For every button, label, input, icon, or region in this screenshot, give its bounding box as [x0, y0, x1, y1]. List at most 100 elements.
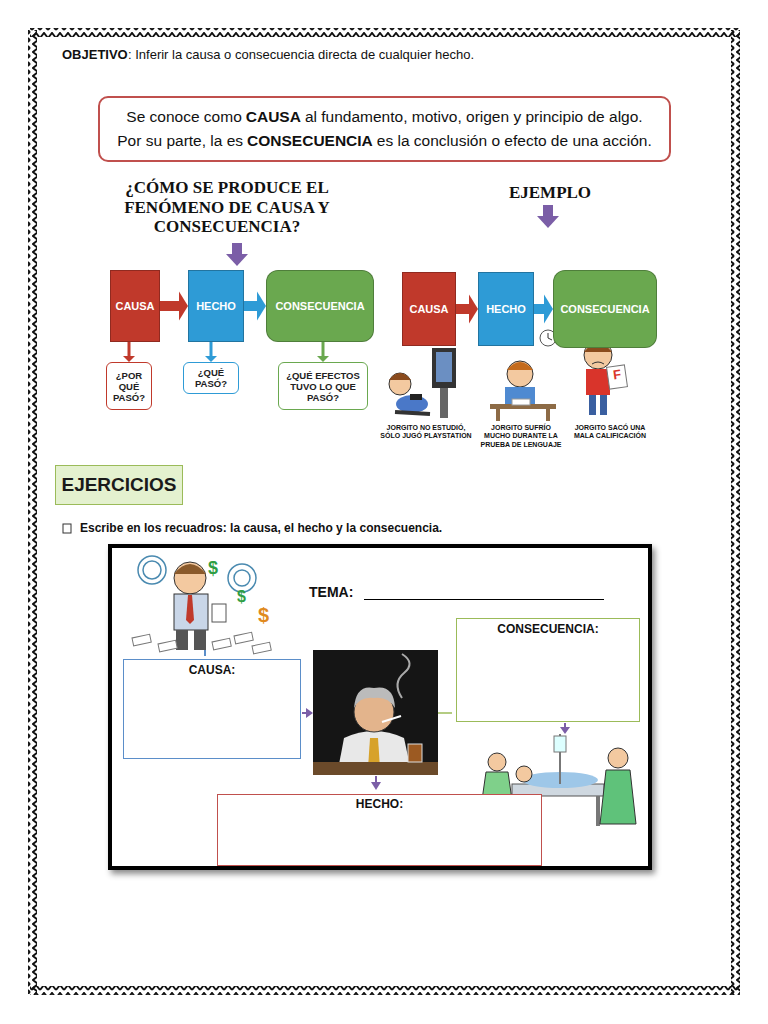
- connector-line: [456, 304, 469, 314]
- definition-line: Se conoce como CAUSAal fundamento, motivo…: [110, 105, 659, 129]
- arrow-head: [179, 292, 188, 321]
- kid-playing-illustration: [389, 348, 456, 418]
- nurse-head: [488, 753, 506, 771]
- definition-text: al fundamento, motivo, origen y principi…: [305, 108, 643, 125]
- answer-box: HECHO:: [217, 794, 542, 866]
- keyword: CAUSA: [246, 108, 301, 125]
- border-top: [30, 28, 740, 37]
- example-caption: JORGITO NO ESTUDIÓ, SÓLO JUGÓ PLAYSTATIO…: [380, 424, 472, 441]
- doctor-head: [608, 748, 628, 768]
- connector: [205, 342, 217, 362]
- bullet-box: [63, 524, 71, 533]
- node-text: HECHO: [196, 300, 236, 312]
- question-box: ¿QUÉ EFECTOS TUVO LO QUE PASÓ?: [278, 362, 368, 410]
- answer-box: CONSECUENCIA:: [456, 618, 640, 722]
- section-heading: ¿CÓMO SE PRODUCE EL FENÓMENO DE CAUSA Y …: [82, 178, 372, 237]
- answer-box: CAUSA:: [123, 659, 301, 759]
- topic-line: [364, 599, 604, 600]
- node-text: ¿POR QUÉ PASÓ?: [110, 370, 148, 403]
- exercise-tag: EJERCICIOS: [55, 465, 183, 505]
- connector-line: [244, 301, 257, 311]
- cause-box: CAUSA: [402, 272, 456, 346]
- border-left: [28, 30, 37, 994]
- example-caption: JORGITO SACÓ UNA MALA CALIFICACIÓN: [568, 424, 652, 441]
- link-line: [204, 650, 206, 656]
- body: [174, 594, 208, 630]
- question-box: ¿QUÉ PASÓ?: [183, 362, 239, 394]
- link-line: [438, 712, 452, 714]
- glass: [408, 744, 422, 762]
- doctor-body: [600, 770, 636, 824]
- question-box: ¿POR QUÉ PASÓ?: [106, 362, 152, 410]
- dollar-sign: $: [258, 604, 269, 627]
- iv-bag: [554, 736, 566, 752]
- node-text: CAUSA:: [189, 663, 236, 677]
- keyword: CONSECUENCIA: [247, 132, 373, 149]
- definition-text: es la conclusión o efecto de una acción.: [377, 132, 652, 149]
- kid-bad-grade-illustration: [584, 341, 627, 415]
- objective-label: OBJETIVO: [62, 47, 128, 62]
- arrow-head: [257, 292, 266, 321]
- node-text: ¿QUÉ EFECTOS TUVO LO QUE PASÓ?: [282, 370, 364, 403]
- border-bottom: [30, 986, 740, 995]
- arrow-head: [544, 295, 553, 324]
- node-text: HECHO: [486, 303, 526, 315]
- arrow-head: [306, 708, 313, 718]
- worry-swirl: [143, 561, 161, 579]
- consequence-box: CONSECUENCIA: [553, 270, 657, 348]
- connector: [534, 295, 553, 324]
- dollar-sign: $: [208, 558, 218, 579]
- leg: [176, 630, 188, 650]
- connector-line: [128, 342, 131, 356]
- dark-ground: [313, 650, 438, 775]
- node-text: CONSECUENCIA: [275, 300, 364, 312]
- head: [174, 562, 206, 594]
- cause-box: CAUSA: [110, 270, 160, 342]
- arrow-head: [371, 782, 381, 790]
- node-text: ¿QUÉ PASÓ?: [187, 367, 235, 389]
- definition-text: Por su parte, la es: [117, 132, 243, 149]
- arrow-head: [469, 295, 478, 324]
- connector-line: [160, 301, 179, 311]
- bill-paper: [234, 632, 253, 644]
- worry-swirl: [234, 570, 250, 586]
- fact-box: HECHO: [478, 272, 534, 346]
- node-text: CONSECUENCIA: [560, 303, 649, 315]
- objective-text: : Inferir la causa o consecuencia direct…: [128, 47, 474, 62]
- connector: [244, 292, 266, 321]
- connector: [160, 292, 188, 321]
- arrow-head: [560, 727, 570, 734]
- node-text: CAUSA: [115, 300, 154, 312]
- example-caption: JORGITO SUFRÍO MUCHO DURANTE LA PRUEBA D…: [478, 424, 564, 449]
- fact-box: HECHO: [188, 270, 244, 342]
- table: [313, 762, 438, 775]
- definition-line: Por su parte, la esCONSECUENCIAes la con…: [110, 129, 659, 153]
- connector-line: [534, 304, 544, 314]
- connector: [456, 295, 478, 324]
- bill-paper: [132, 634, 151, 646]
- section-heading: EJEMPLO: [470, 183, 630, 203]
- bill-paper: [158, 640, 177, 652]
- node-text: CAUSA: [409, 303, 448, 315]
- connector: [123, 342, 135, 362]
- smoke: [397, 654, 409, 698]
- worry-swirl: [138, 556, 166, 584]
- cigarette: [382, 716, 401, 722]
- dollar-sign: $: [237, 588, 246, 606]
- connector-line: [322, 342, 325, 356]
- worry-swirl: [228, 564, 256, 592]
- node-text: EJERCICIOS: [61, 474, 176, 496]
- bed-leg: [596, 796, 600, 826]
- bill-paper: [212, 638, 231, 650]
- drinking-man-illustration: [313, 650, 438, 775]
- definition-box: Se conoce como CAUSAal fundamento, motivo…: [98, 96, 671, 162]
- consequence-box: CONSECUENCIA: [266, 270, 374, 342]
- definition-text: Se conoce como: [126, 108, 241, 125]
- bill-paper: [252, 642, 271, 654]
- grey-hair: [354, 687, 395, 708]
- hair: [174, 564, 206, 574]
- connector: [317, 342, 329, 362]
- tie: [186, 595, 194, 624]
- border-right: [731, 30, 740, 994]
- bill-in-hand: [212, 604, 226, 622]
